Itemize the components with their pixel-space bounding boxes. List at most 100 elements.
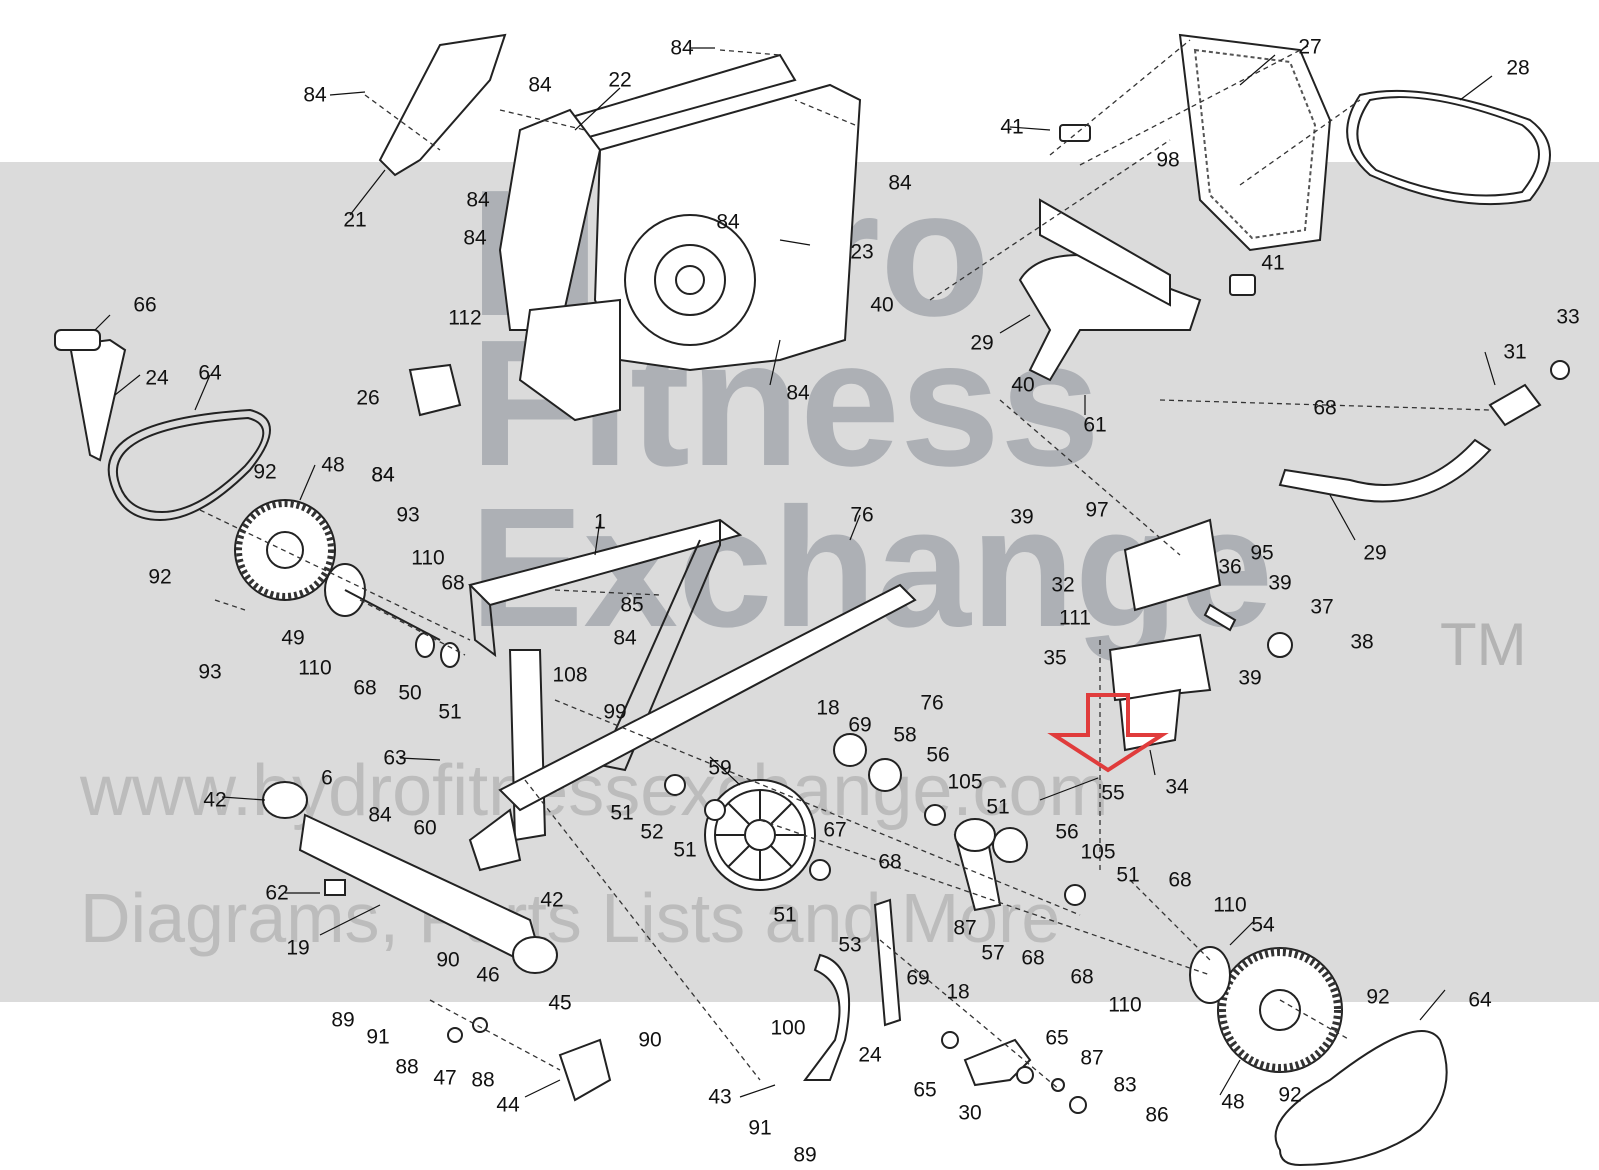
callout-41: 41 xyxy=(1261,251,1285,275)
callout-92: 92 xyxy=(253,460,277,484)
shroud-base xyxy=(518,298,621,422)
bearing-51-left xyxy=(440,642,460,668)
callout-21: 21 xyxy=(343,208,367,232)
callout-51: 51 xyxy=(1116,863,1140,887)
callout-24: 24 xyxy=(145,366,169,390)
callout-108: 108 xyxy=(552,663,588,687)
callout-51: 51 xyxy=(986,795,1010,819)
callout-48: 48 xyxy=(1221,1090,1245,1114)
callout-76: 76 xyxy=(920,691,944,715)
callout-110: 110 xyxy=(298,656,332,680)
callout-63: 63 xyxy=(383,746,407,770)
callout-69: 69 xyxy=(848,713,872,737)
callout-100: 100 xyxy=(770,1016,806,1040)
belt-left xyxy=(107,408,271,522)
grip-31 xyxy=(1488,383,1542,427)
callout-47: 47 xyxy=(433,1066,457,1090)
callout-51: 51 xyxy=(773,903,797,927)
callout-23: 23 xyxy=(850,240,874,264)
callout-68: 68 xyxy=(1313,396,1337,420)
callout-6: 6 xyxy=(321,766,333,790)
callout-91: 91 xyxy=(748,1116,772,1140)
callout-84: 84 xyxy=(368,803,392,827)
callout-84: 84 xyxy=(463,226,487,250)
callout-38: 38 xyxy=(1350,630,1374,654)
callout-26: 26 xyxy=(356,386,380,410)
callout-50: 50 xyxy=(398,681,422,705)
chain-guard-100 xyxy=(803,953,851,1081)
pulley-58 xyxy=(833,733,867,767)
nut-65b xyxy=(1016,1066,1034,1084)
callout-83: 83 xyxy=(1113,1073,1137,1097)
callout-111: 111 xyxy=(1059,606,1091,630)
callout-39: 39 xyxy=(1238,666,1262,690)
callout-39: 39 xyxy=(1268,571,1292,595)
bearing-51-lower2 xyxy=(704,799,726,821)
callout-59: 59 xyxy=(708,756,732,780)
pulley-54 xyxy=(1189,946,1231,1004)
crank-arm-lower xyxy=(873,898,902,1027)
callout-18: 18 xyxy=(946,980,970,1004)
callout-29: 29 xyxy=(1363,541,1387,565)
belt-right xyxy=(1274,1030,1448,1167)
callout-32: 32 xyxy=(1051,573,1075,597)
callout-110: 110 xyxy=(1213,893,1247,917)
callout-44: 44 xyxy=(496,1093,520,1117)
callout-68: 68 xyxy=(1168,868,1192,892)
callout-105: 105 xyxy=(1080,840,1116,864)
callout-97: 97 xyxy=(1085,498,1109,522)
callout-65: 65 xyxy=(1045,1026,1069,1050)
seat-back-27 xyxy=(1178,33,1332,252)
callout-84: 84 xyxy=(613,626,637,650)
end-cap-42-right xyxy=(512,936,558,974)
callout-27: 27 xyxy=(1298,35,1322,59)
bearing-56-upper xyxy=(868,758,902,792)
callout-46: 46 xyxy=(476,963,500,987)
callout-40: 40 xyxy=(870,293,894,317)
callout-31: 31 xyxy=(1503,340,1527,364)
callout-65: 65 xyxy=(913,1078,937,1102)
callout-51: 51 xyxy=(673,838,697,862)
callout-29: 29 xyxy=(970,331,994,355)
callout-48: 48 xyxy=(321,453,345,477)
leveler-62 xyxy=(324,879,346,896)
callout-98: 98 xyxy=(1156,148,1180,172)
callout-90: 90 xyxy=(638,1028,662,1052)
bearing-51-right xyxy=(1064,884,1086,906)
callout-84: 84 xyxy=(371,463,395,487)
callout-41: 41 xyxy=(1000,115,1024,139)
frame-rail xyxy=(498,583,917,812)
callout-56: 56 xyxy=(1055,820,1079,844)
shroud-front xyxy=(498,108,602,331)
knob-37 xyxy=(1267,632,1293,658)
callout-112: 112 xyxy=(448,306,482,330)
callout-89: 89 xyxy=(793,1143,817,1167)
pedal-spindle-left xyxy=(54,329,101,351)
end-cap-33 xyxy=(1550,360,1570,380)
callout-99: 99 xyxy=(603,700,627,724)
bearing-51-lower xyxy=(664,774,686,796)
callout-61: 61 xyxy=(1083,413,1107,437)
callout-84: 84 xyxy=(716,210,740,234)
pin-36 xyxy=(1203,603,1237,632)
callout-40: 40 xyxy=(1011,373,1035,397)
callout-24: 24 xyxy=(858,1043,882,1067)
bracket-44 xyxy=(558,1038,612,1102)
callout-84: 84 xyxy=(888,171,912,195)
callout-76: 76 xyxy=(850,503,874,527)
callout-36: 36 xyxy=(1218,555,1242,579)
bearing-51-mid xyxy=(924,804,946,826)
slide-35 xyxy=(1108,633,1212,702)
callout-56: 56 xyxy=(926,743,950,767)
bearing-56-lower xyxy=(992,827,1028,863)
callout-58: 58 xyxy=(893,723,917,747)
callout-84: 84 xyxy=(466,188,490,212)
callout-62: 62 xyxy=(265,881,289,905)
callout-51: 51 xyxy=(610,801,634,825)
cap-83 xyxy=(1069,1096,1087,1114)
callout-66: 66 xyxy=(133,293,157,317)
callout-34: 34 xyxy=(1165,775,1189,799)
callout-37: 37 xyxy=(1310,595,1334,619)
